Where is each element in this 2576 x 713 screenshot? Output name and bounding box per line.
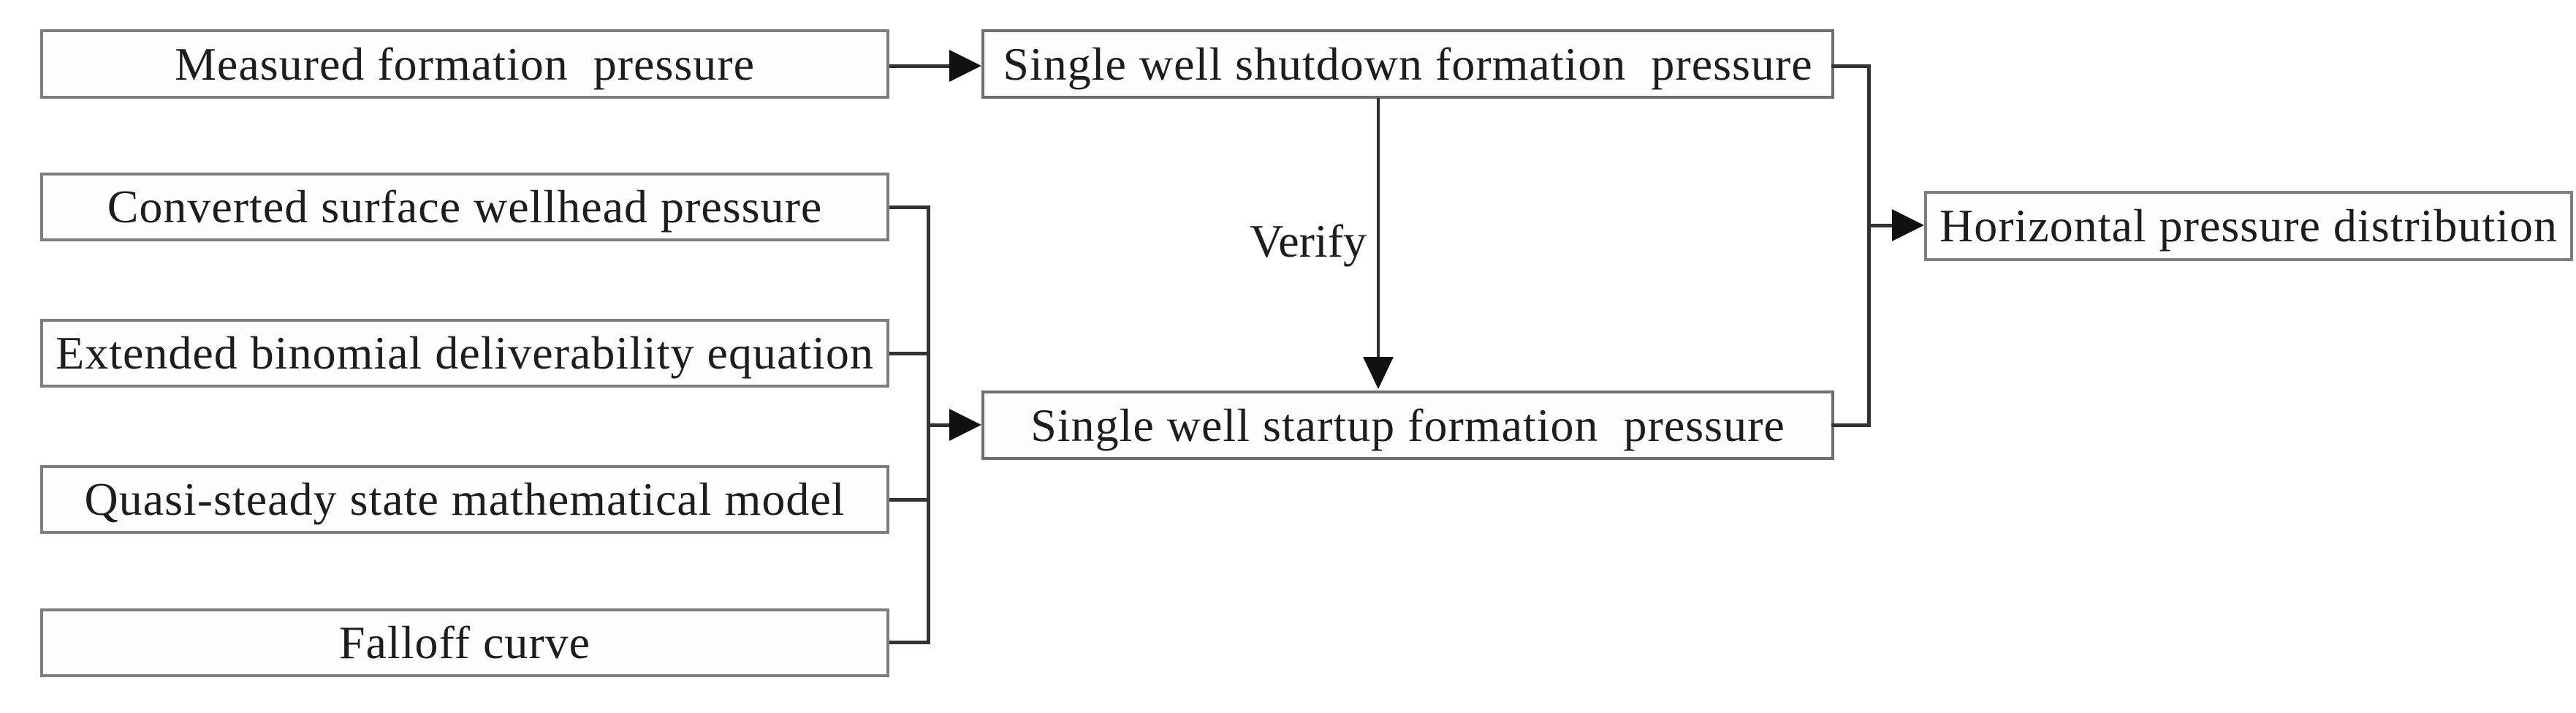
- node-label: Extended binomial deliverability equatio…: [56, 327, 874, 379]
- connector-quasi-to-collector: [889, 498, 930, 502]
- right-collector-line: [1867, 64, 1871, 427]
- connector-collector-to-startup: [927, 423, 952, 427]
- node-extended-binomial-deliverability-equation: Extended binomial deliverability equatio…: [40, 319, 889, 388]
- node-single-well-shutdown-formation-pressure: Single well shutdown formation pressure: [981, 29, 1834, 99]
- arrowhead-into-startup-icon: [949, 409, 981, 441]
- node-quasi-steady-state-mathematical-model: Quasi-steady state mathematical model: [40, 465, 889, 534]
- node-converted-surface-wellhead-pressure: Converted surface wellhead pressure: [40, 173, 889, 241]
- verify-arrow-line: [1377, 98, 1380, 360]
- node-label: Quasi-steady state mathematical model: [84, 473, 846, 525]
- arrowhead-verify-down-icon: [1363, 357, 1394, 389]
- node-label: Horizontal pressure distribution: [1939, 200, 2558, 252]
- connector-shutdown-to-right-collector: [1831, 64, 1871, 68]
- node-measured-formation-pressure: Measured formation pressure: [40, 29, 889, 99]
- node-label: Measured formation pressure: [175, 37, 755, 90]
- node-label: Single well shutdown formation pressure: [1003, 37, 1813, 90]
- node-label: Converted surface wellhead pressure: [107, 181, 823, 233]
- node-falloff-curve: Falloff curve: [40, 608, 889, 677]
- verify-label: Verify: [1250, 215, 1367, 267]
- connector-startup-to-right-collector: [1831, 423, 1871, 427]
- connector-to-horizontal-distribution: [1867, 224, 1893, 227]
- connector-converted-to-collector: [889, 205, 930, 209]
- node-single-well-startup-formation-pressure: Single well startup formation pressure: [981, 391, 1834, 460]
- node-horizontal-pressure-distribution: Horizontal pressure distribution: [1924, 191, 2573, 261]
- connector-falloff-to-collector: [889, 641, 930, 644]
- arrowhead-into-horizontal-distribution-icon: [1892, 209, 1924, 241]
- arrowhead-into-shutdown-icon: [949, 50, 981, 82]
- node-label: Falloff curve: [338, 616, 591, 668]
- connector-extended-to-collector: [889, 352, 930, 355]
- connector-measured-to-shutdown: [889, 64, 952, 68]
- node-label: Single well startup formation pressure: [1030, 399, 1785, 451]
